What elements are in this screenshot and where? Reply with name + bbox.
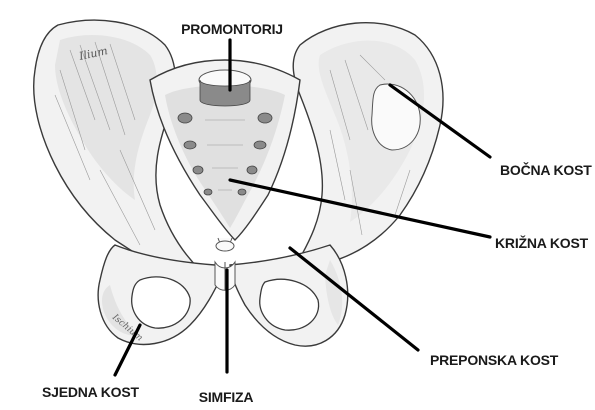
right-ilium [293,23,443,262]
right-pubis-ischium [230,245,348,346]
sacrum [150,60,300,251]
label-sjedna-kost: SJEDNA KOST [42,384,140,400]
label-promontorij: PROMONTORIJ [181,21,283,37]
pubic-symphysis [215,262,235,290]
label-preponska-kost: PREPONSKA KOST [430,352,559,368]
left-pubis-ischium: Ischium [98,245,222,344]
label-krizna-kost: KRIŽNA KOST [495,234,589,251]
label-bocna-kost: BOČNA KOST [500,161,592,178]
label-simfiza: SIMFIZA [199,389,254,405]
